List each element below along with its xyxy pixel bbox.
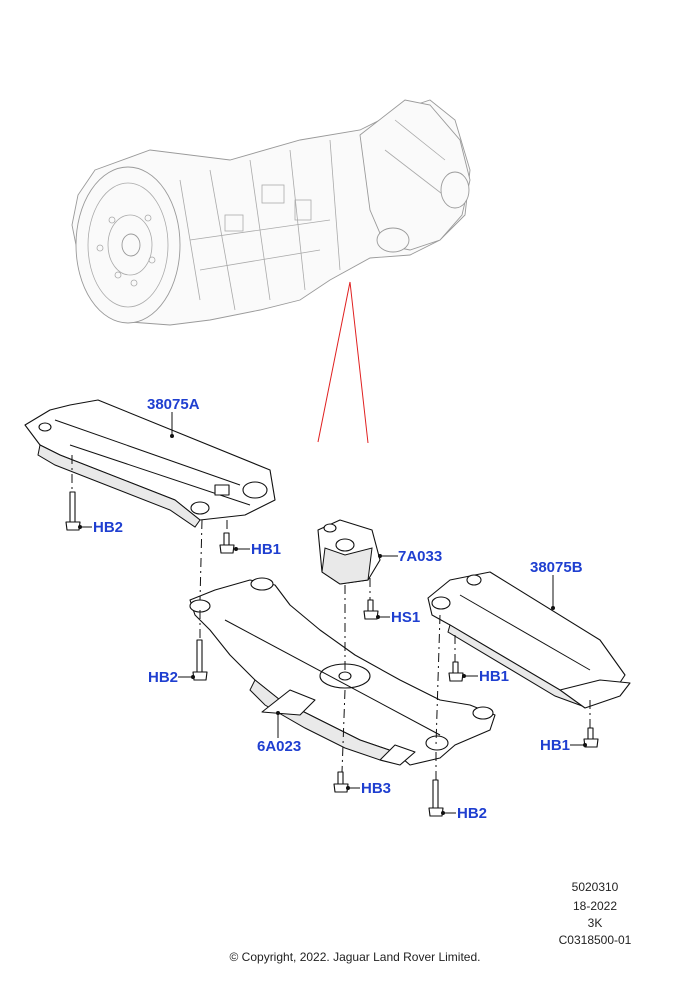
bolt-hs1 [363,599,379,620]
illustration-id: C0318500-01 [558,933,632,947]
bracket-38075B [427,571,631,709]
callout-hs1[interactable]: HS1 [391,609,420,626]
callout-38075A[interactable]: 38075A [147,396,200,413]
callout-hb2-middle[interactable]: HB2 [148,669,178,686]
bolt-hb2-lower [428,779,444,817]
bolt-hb2-upper [65,491,81,531]
transmission-assembly [71,99,471,326]
callout-hb1-right[interactable]: HB1 [479,668,509,685]
drawing-number: 5020310 [571,880,619,894]
bolt-hb1-right [448,661,464,682]
leader-lines [78,412,587,815]
callout-7A033[interactable]: 7A033 [398,548,442,565]
callout-hb2-lower[interactable]: HB2 [457,805,487,822]
alignment-lines [71,455,591,780]
drawing-revision: 3K [587,916,603,930]
bolt-hb1-bottom-right [583,727,599,748]
callout-38075B[interactable]: 38075B [530,559,583,576]
callout-6A023[interactable]: 6A023 [257,738,301,755]
crossmember-6A023 [189,577,496,766]
callout-hb1-left[interactable]: HB1 [251,541,281,558]
locator-lines [317,281,369,444]
bolt-hb2-middle [192,639,208,681]
callout-hb1-bottom[interactable]: HB1 [540,737,570,754]
callout-hb3[interactable]: HB3 [361,780,391,797]
bolt-hb1-left [219,532,235,554]
drawing-date: 18-2022 [572,899,618,913]
callout-hb2-upper[interactable]: HB2 [93,519,123,536]
mount-7A033 [317,519,381,585]
bracket-38075A [24,399,276,528]
bolt-hb3 [333,771,349,793]
copyright-notice: © Copyright, 2022. Jaguar Land Rover Lim… [229,950,481,964]
